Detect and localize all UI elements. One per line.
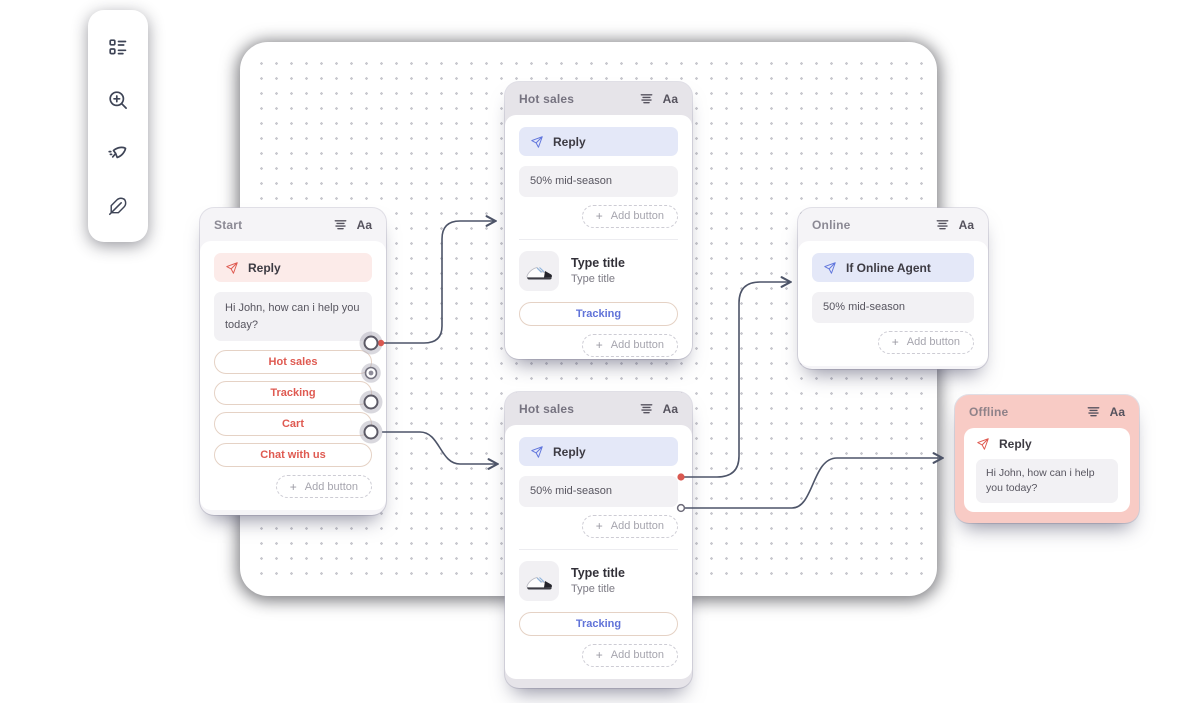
node-online[interactable]: Online Aa If Online Agent 50% mid-season… — [798, 208, 988, 369]
quick-reply-button-chat-with-us[interactable]: Chat with us — [214, 443, 372, 467]
product-subtitle[interactable]: Type title — [571, 273, 616, 285]
reply-row[interactable]: Reply — [976, 437, 1118, 451]
plus-icon: + — [891, 335, 899, 349]
add-button-label: Add button — [304, 480, 358, 493]
add-button[interactable]: + Add button — [581, 514, 678, 538]
reply-label: Reply — [553, 134, 586, 149]
text-style-icon[interactable]: Aa — [356, 217, 372, 232]
plus-icon: + — [595, 648, 603, 662]
add-button-label: Add button — [610, 339, 664, 351]
node-body: If Online Agent 50% mid-season + Add but… — [798, 241, 988, 366]
add-button-label: Add button — [610, 649, 664, 661]
align-lines-icon[interactable] — [639, 92, 654, 106]
text-style-icon[interactable]: Aa — [958, 217, 974, 232]
node-hot-sales-top[interactable]: Hot sales Aa Reply 50% mid-season + Add … — [505, 82, 692, 359]
tracking-button[interactable]: Tracking — [519, 611, 678, 636]
zoom-in-icon[interactable] — [100, 82, 136, 118]
send-reply-icon — [531, 135, 543, 148]
align-lines-icon[interactable] — [1086, 405, 1101, 419]
node-body: Reply 50% mid-season + Add button — [505, 425, 692, 679]
product-subtitle[interactable]: Type title — [571, 583, 616, 595]
message-text[interactable]: Hi John, how can i help you today? — [976, 459, 1118, 504]
quick-reply-button-hot-sales[interactable]: Hot sales — [214, 350, 372, 374]
add-button-label: Add button — [610, 520, 664, 532]
send-icon[interactable] — [100, 135, 136, 171]
node-title: Offline — [969, 404, 1009, 419]
send-reply-icon — [531, 445, 543, 458]
node-body: Reply Hi John, how can i help you today? — [964, 428, 1130, 513]
list-icon[interactable] — [100, 29, 136, 65]
node-header[interactable]: Online Aa — [798, 208, 988, 241]
plus-icon: + — [595, 209, 603, 223]
add-button[interactable]: + Add button — [877, 330, 974, 354]
add-button[interactable]: + Add button — [581, 643, 678, 667]
node-title: Online — [812, 217, 851, 232]
product-image-sneaker — [519, 250, 559, 291]
send-reply-icon — [824, 261, 836, 274]
node-start-header[interactable]: Start Aa — [200, 208, 386, 241]
node-body: Reply 50% mid-season + Add button — [505, 115, 692, 359]
reply-label: Reply — [248, 260, 281, 275]
align-lines-icon[interactable] — [935, 218, 950, 232]
product-image-sneaker — [519, 560, 559, 601]
feather-pen-icon[interactable] — [100, 188, 136, 224]
send-reply-icon — [977, 438, 989, 450]
add-button-label: Add button — [906, 336, 960, 348]
condition-label: If Online Agent — [846, 260, 931, 275]
node-header[interactable]: Hot sales Aa — [505, 82, 692, 115]
divider — [519, 548, 678, 550]
node-title: Start — [214, 217, 243, 232]
node-header[interactable]: Hot sales Aa — [505, 392, 692, 425]
node-title: Hot sales — [519, 401, 575, 416]
add-button[interactable]: + Add button — [581, 204, 678, 228]
message-text[interactable]: Hi John, how can i help you today? — [214, 292, 372, 341]
plus-icon: + — [289, 479, 297, 494]
add-button[interactable]: + Add button — [275, 475, 372, 498]
reply-label: Reply — [553, 444, 586, 459]
reply-label: Reply — [999, 437, 1032, 451]
toolbar — [88, 10, 148, 242]
product-title[interactable]: Type title — [571, 256, 625, 270]
text-style-icon[interactable]: Aa — [662, 401, 678, 416]
product-card[interactable]: Type title Type title — [519, 560, 678, 601]
node-header[interactable]: Offline Aa — [955, 395, 1139, 428]
align-lines-icon[interactable] — [639, 402, 654, 416]
text-style-icon[interactable]: Aa — [1109, 404, 1125, 419]
node-offline[interactable]: Offline Aa Reply Hi John, how can i help… — [955, 395, 1139, 523]
node-start-body: Reply Hi John, how can i help you today?… — [200, 241, 386, 510]
divider — [519, 238, 678, 240]
quick-reply-button-cart[interactable]: Cart — [214, 412, 372, 436]
product-card[interactable]: Type title Type title — [519, 250, 678, 291]
align-lines-icon[interactable] — [333, 218, 348, 232]
reply-badge[interactable]: Reply — [519, 127, 678, 156]
plus-icon: + — [595, 338, 603, 352]
reply-badge[interactable]: Reply — [519, 437, 678, 466]
add-button-label: Add button — [610, 210, 664, 222]
plus-icon: + — [595, 519, 603, 533]
text-style-icon[interactable]: Aa — [662, 91, 678, 106]
send-reply-icon — [226, 261, 238, 274]
quick-reply-button-tracking[interactable]: Tracking — [214, 381, 372, 405]
message-text[interactable]: 50% mid-season — [812, 292, 974, 323]
reply-badge[interactable]: Reply — [214, 253, 372, 282]
node-hot-sales-bottom[interactable]: Hot sales Aa Reply 50% mid-season + Add … — [505, 392, 692, 688]
node-start[interactable]: Start Aa Reply Hi John, how can i help y… — [200, 208, 386, 515]
add-button[interactable]: + Add button — [581, 333, 678, 357]
product-title[interactable]: Type title — [571, 566, 625, 580]
node-title: Hot sales — [519, 91, 575, 106]
condition-badge[interactable]: If Online Agent — [812, 253, 974, 282]
message-text[interactable]: 50% mid-season — [519, 476, 678, 507]
tracking-button[interactable]: Tracking — [519, 301, 678, 326]
message-text[interactable]: 50% mid-season — [519, 166, 678, 197]
